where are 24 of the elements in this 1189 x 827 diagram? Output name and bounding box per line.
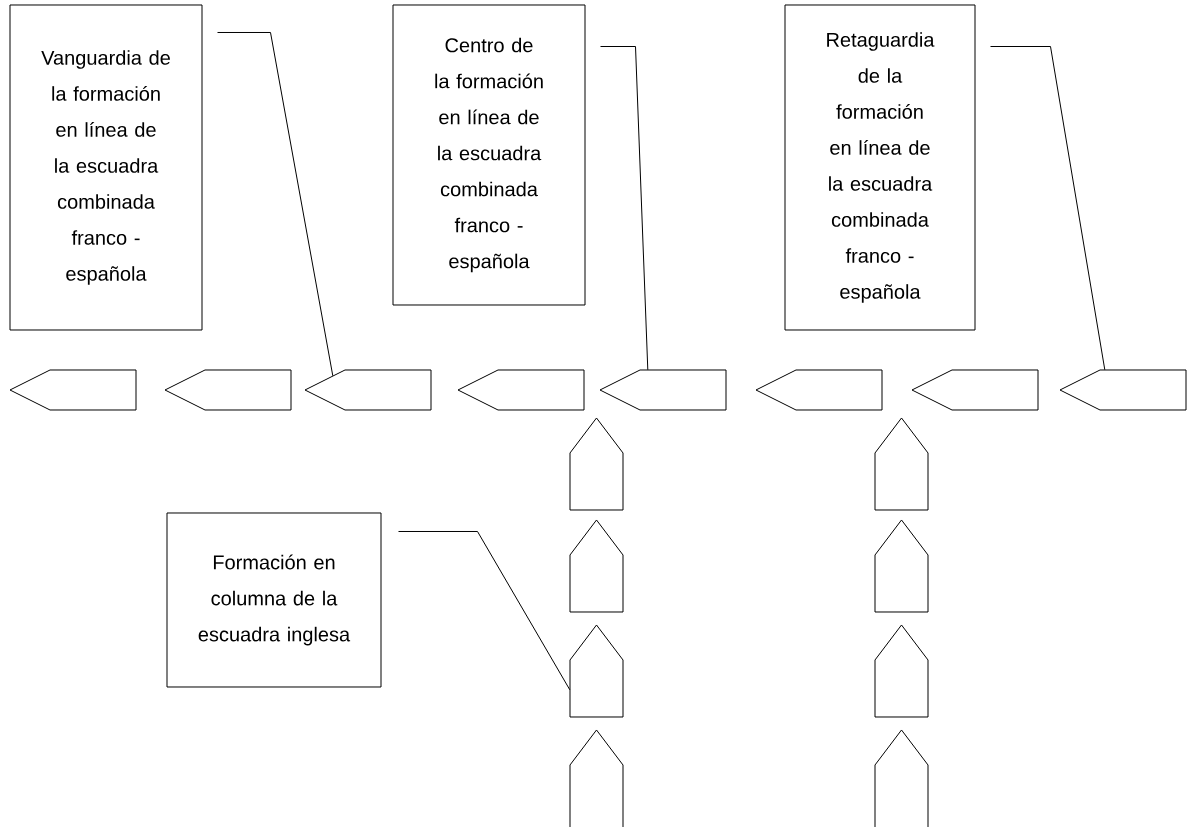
leader-line	[217, 32, 334, 377]
ship-symbol	[599, 369, 727, 411]
ship-symbol	[911, 369, 1039, 411]
ship-symbol	[874, 729, 929, 827]
ship-symbol	[304, 369, 432, 411]
callout-box: Vanguardia de la formación en línea de la escuadra combinada franco - española	[9, 4, 203, 331]
ship-symbol	[874, 417, 929, 511]
ship-symbol	[569, 729, 624, 827]
callout-box: Formación en columna de la escuadra inglesa	[166, 512, 382, 688]
ship-symbol	[569, 519, 624, 613]
leader-line	[600, 46, 649, 371]
ship-symbol	[569, 624, 624, 718]
callout-box: Retaguardia de la formación en línea de la escuadra combinada franco - española	[784, 4, 976, 331]
leader-line	[990, 46, 1106, 371]
ship-symbol	[569, 417, 624, 511]
leader-line	[398, 531, 571, 691]
ship-symbol	[874, 624, 929, 718]
ship-symbol	[9, 369, 137, 411]
ship-symbol	[755, 369, 883, 411]
ship-symbol	[874, 519, 929, 613]
ship-symbol	[1059, 369, 1187, 411]
ship-symbol	[164, 369, 292, 411]
callout-box: Centro de la formación en línea de la escuadra combinada franco - española	[392, 4, 586, 306]
ship-symbol	[457, 369, 585, 411]
